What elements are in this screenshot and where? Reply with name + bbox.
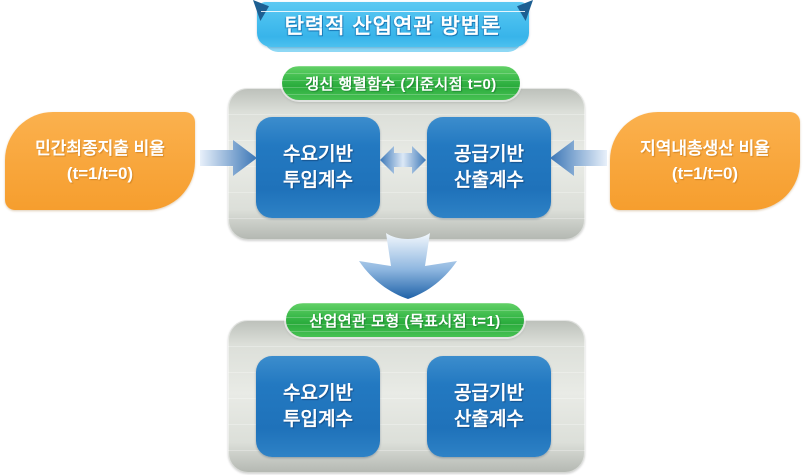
- diagram-title: 탄력적 산업연관 방법론: [284, 14, 502, 38]
- box-supply-output-target: 공급기반 산출계수: [427, 356, 551, 457]
- stage-base-label: 갱신 행렬함수 (기준시점 t=0): [305, 75, 497, 93]
- input-label-line2: (t=1/t=0): [671, 164, 739, 183]
- box-label-line2: 투입계수: [283, 408, 353, 430]
- input-label-line1: 지역내총생산 비율: [640, 138, 770, 158]
- stage-target-label: 산업연관 모형 (목표시점 t=1): [309, 312, 501, 330]
- banner-highlight-line: [261, 11, 525, 12]
- input-gross-regional-product: 지역내총생산 비율 (t=1/t=0): [610, 112, 800, 210]
- title-banner: 탄력적 산업연관 방법론: [253, 0, 533, 52]
- double-arrow-icon: [380, 146, 426, 174]
- banner-body: [257, 2, 529, 47]
- box-label-line1: 공급기반: [454, 383, 524, 405]
- box-demand-input-base: 수요기반 투입계수: [256, 117, 380, 218]
- stage-target-pill: 산업연관 모형 (목표시점 t=1): [286, 303, 524, 337]
- arrow-right-icon: [200, 140, 257, 176]
- box-label-line1: 수요기반: [283, 144, 353, 166]
- box-label-line2: 투입계수: [283, 169, 353, 191]
- box-label-line2: 산출계수: [454, 169, 524, 191]
- stage-base-pill: 갱신 행렬함수 (기준시점 t=0): [282, 66, 520, 100]
- box-label-line1: 수요기반: [283, 383, 353, 405]
- box-label-line2: 산출계수: [454, 408, 524, 430]
- input-label-line2: (t=1/t=0): [66, 164, 134, 183]
- box-label-line1: 공급기반: [454, 144, 524, 166]
- input-private-final-expenditure: 민간최종지출 비율 (t=1/t=0): [5, 112, 195, 210]
- box-demand-input-target: 수요기반 투입계수: [256, 356, 380, 457]
- box-supply-output-base: 공급기반 산출계수: [427, 117, 551, 218]
- down-arrow-icon: [359, 233, 457, 299]
- arrow-left-icon: [550, 140, 607, 176]
- input-label-line1: 민간최종지출 비율: [35, 138, 165, 158]
